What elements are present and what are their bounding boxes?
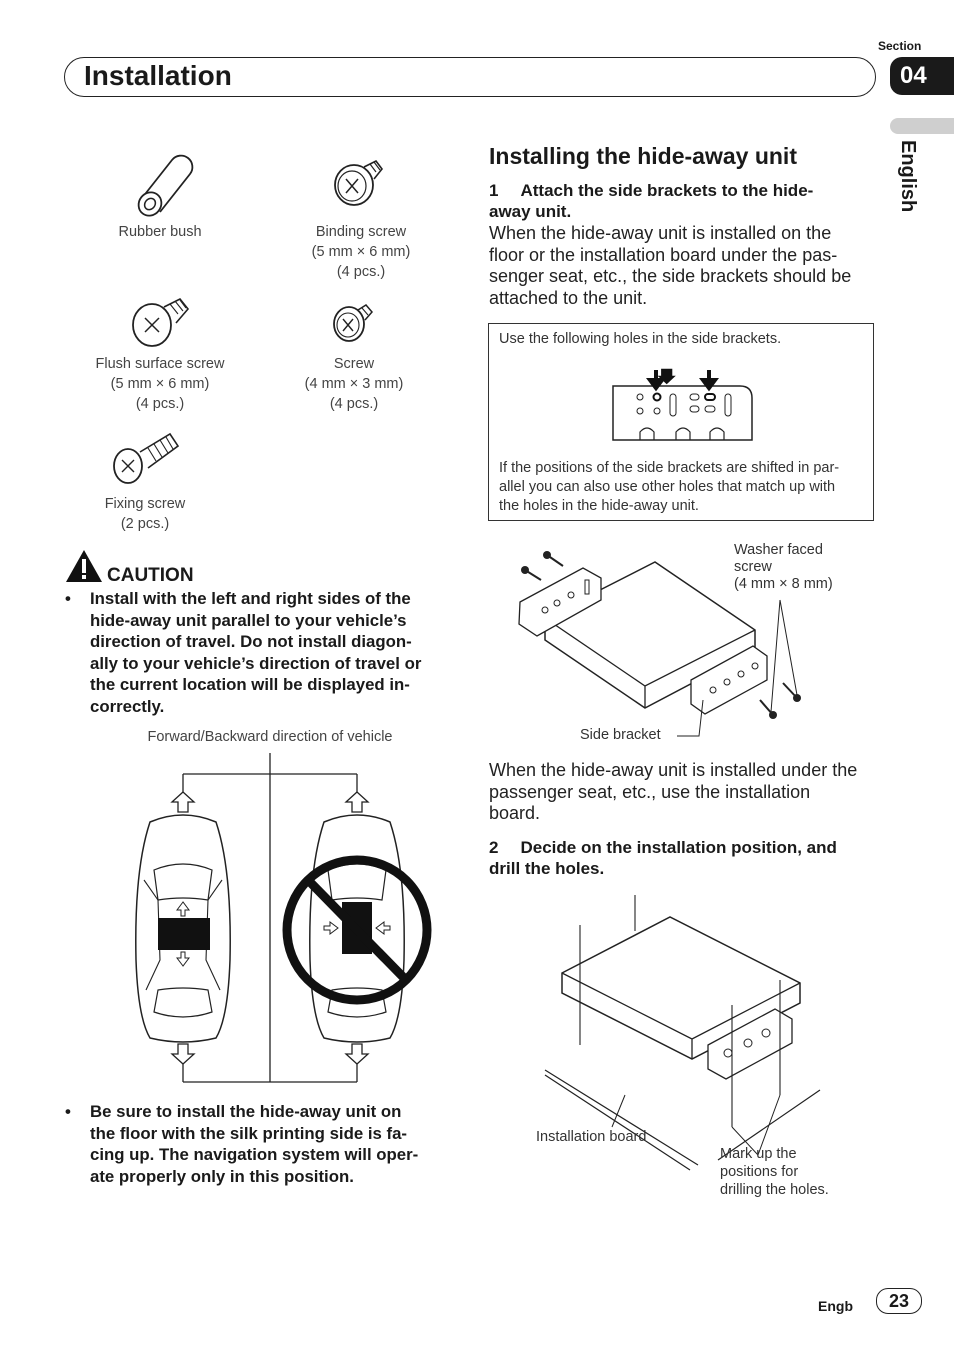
binding-screw-size: (5 mm × 6 mm) — [311, 244, 411, 260]
installation-board-label: Installation board — [536, 1129, 647, 1145]
caution-item-1-line: Install with the left and right sides of… — [90, 589, 411, 608]
screw-icon — [333, 304, 373, 342]
flush-surface-screw-size: (5 mm × 6 mm) — [110, 376, 210, 392]
note-box-top-text: Use the following holes in the side brac… — [499, 331, 782, 347]
step-1: 1 Attach the side brackets to the hide- a… — [489, 180, 879, 222]
bullet: • — [65, 1102, 71, 1121]
side-bracket-attachment-diagram — [518, 551, 801, 737]
warning-icon — [66, 550, 102, 582]
language-tab: English — [897, 140, 919, 213]
step-1-number: 1 — [489, 181, 499, 200]
body-line: floor or the installation board under th… — [489, 244, 838, 265]
binding-screw-label: Binding screw (5 mm × 6 mm) (4 pcs.) — [290, 222, 432, 282]
step-1-line: away unit. — [489, 202, 572, 221]
rubber-bush-icon — [137, 154, 194, 217]
step-1-body: When the hide-away unit is installed on … — [489, 223, 889, 309]
note-box-bottom-text: If the positions of the side brackets ar… — [499, 459, 869, 516]
caution-item-2-line: ate properly only in this position. — [90, 1166, 354, 1186]
screw-qty: (4 pcs.) — [329, 396, 379, 412]
mark-positions-label: Mark up the positions for drilling the h… — [720, 1145, 850, 1199]
body-line: When the hide-away unit is installed und… — [489, 760, 858, 780]
step-2-line: Decide on the installation position, and — [520, 838, 837, 857]
caution-item-2: • Be sure to install the hide-away unit … — [65, 1101, 455, 1187]
binding-screw-icon — [334, 159, 384, 206]
step-2-line: drill the holes. — [489, 859, 605, 878]
washer-screw-label: Washer faced screw (4 mm × 8 mm) — [734, 542, 864, 593]
caution-item-1-line: the current location will be displayed i… — [90, 675, 410, 694]
step-1-line: Attach the side brackets to the hide- — [520, 181, 814, 200]
footer-language-code: Engb — [818, 1298, 853, 1314]
fixing-screw-icon — [113, 432, 180, 484]
drill-holes-diagram — [544, 895, 821, 1171]
body-line: board. — [489, 803, 541, 823]
caution-item-2-line: Be sure to install the hide-away unit on — [90, 1102, 402, 1121]
screw-size: (4 mm × 3 mm) — [304, 376, 404, 392]
washer-label-line: (4 mm × 8 mm) — [734, 576, 833, 592]
language-tab-marker — [890, 118, 954, 134]
header-bar — [64, 57, 876, 97]
washer-label-line: Washer faced — [734, 542, 823, 558]
flush-surface-screw-qty: (4 pcs.) — [135, 396, 185, 412]
step-2: 2 Decide on the installation position, an… — [489, 837, 889, 879]
binding-screw-name: Binding screw — [315, 224, 407, 240]
body-line: senger seat, etc., the side brackets sho… — [489, 266, 852, 286]
screw-name: Screw — [333, 356, 375, 372]
caution-item-1-line: correctly. — [90, 696, 165, 716]
fixing-screw-name: Fixing screw — [104, 496, 186, 512]
note-line: allel you can also use other holes that … — [499, 479, 836, 495]
page-number: 23 — [876, 1288, 922, 1314]
note-line: If the positions of the side brackets ar… — [499, 460, 840, 476]
note-line: the holes in the hide-away unit. — [499, 498, 699, 514]
vehicle-orientation-diagram — [135, 753, 432, 1083]
mark-label-line: Mark up the — [720, 1146, 797, 1162]
installation-board-text: When the hide-away unit is installed und… — [489, 760, 889, 825]
mark-label-line: positions for — [720, 1164, 799, 1180]
bullet: • — [65, 589, 71, 608]
caution-item-2-line: cing up. The navigation system will oper… — [90, 1145, 419, 1164]
mark-label-line: drilling the holes. — [720, 1182, 829, 1198]
side-bracket-holes-diagram — [612, 368, 753, 441]
step-2-number: 2 — [489, 838, 499, 857]
caution-item-2-line: the floor with the silk printing side is… — [90, 1123, 408, 1143]
section-number: 04 — [890, 57, 954, 95]
caution-title: CAUTION — [107, 565, 194, 586]
washer-label-line: screw — [734, 559, 772, 575]
caution-item-1-line: hide-away unit parallel to your vehicle’… — [90, 610, 407, 630]
flush-surface-screw-label: Flush surface screw (5 mm × 6 mm) (4 pcs… — [80, 354, 240, 414]
vehicle-direction-caption: Forward/Backward direction of vehicle — [147, 729, 393, 745]
body-line: attached to the unit. — [489, 287, 648, 308]
section-label: Section — [878, 39, 922, 53]
rubber-bush-label: Rubber bush — [118, 224, 202, 240]
binding-screw-qty: (4 pcs.) — [336, 264, 386, 280]
bracket-holes-note-box — [488, 323, 874, 521]
fixing-screw-label: Fixing screw (2 pcs.) — [80, 494, 210, 534]
side-bracket-label: Side bracket — [580, 727, 661, 743]
flush-surface-screw-name: Flush surface screw — [95, 356, 225, 372]
section-heading: Installing the hide-away unit — [489, 143, 797, 169]
body-line: passenger seat, etc., use the installati… — [489, 781, 811, 802]
caution-item-1-line: direction of travel. Do not install diag… — [90, 632, 412, 651]
body-line: When the hide-away unit is installed on … — [489, 223, 832, 243]
screw-label: Screw (4 mm × 3 mm) (4 pcs.) — [284, 354, 424, 414]
caution-item-1-line: ally to your vehicle’s direction of trav… — [90, 653, 422, 673]
page-title: Installation — [84, 60, 232, 91]
flush-surface-screw-icon — [132, 297, 190, 347]
fixing-screw-qty: (2 pcs.) — [120, 516, 170, 532]
caution-item-1: • Install with the left and right sides … — [65, 588, 455, 717]
